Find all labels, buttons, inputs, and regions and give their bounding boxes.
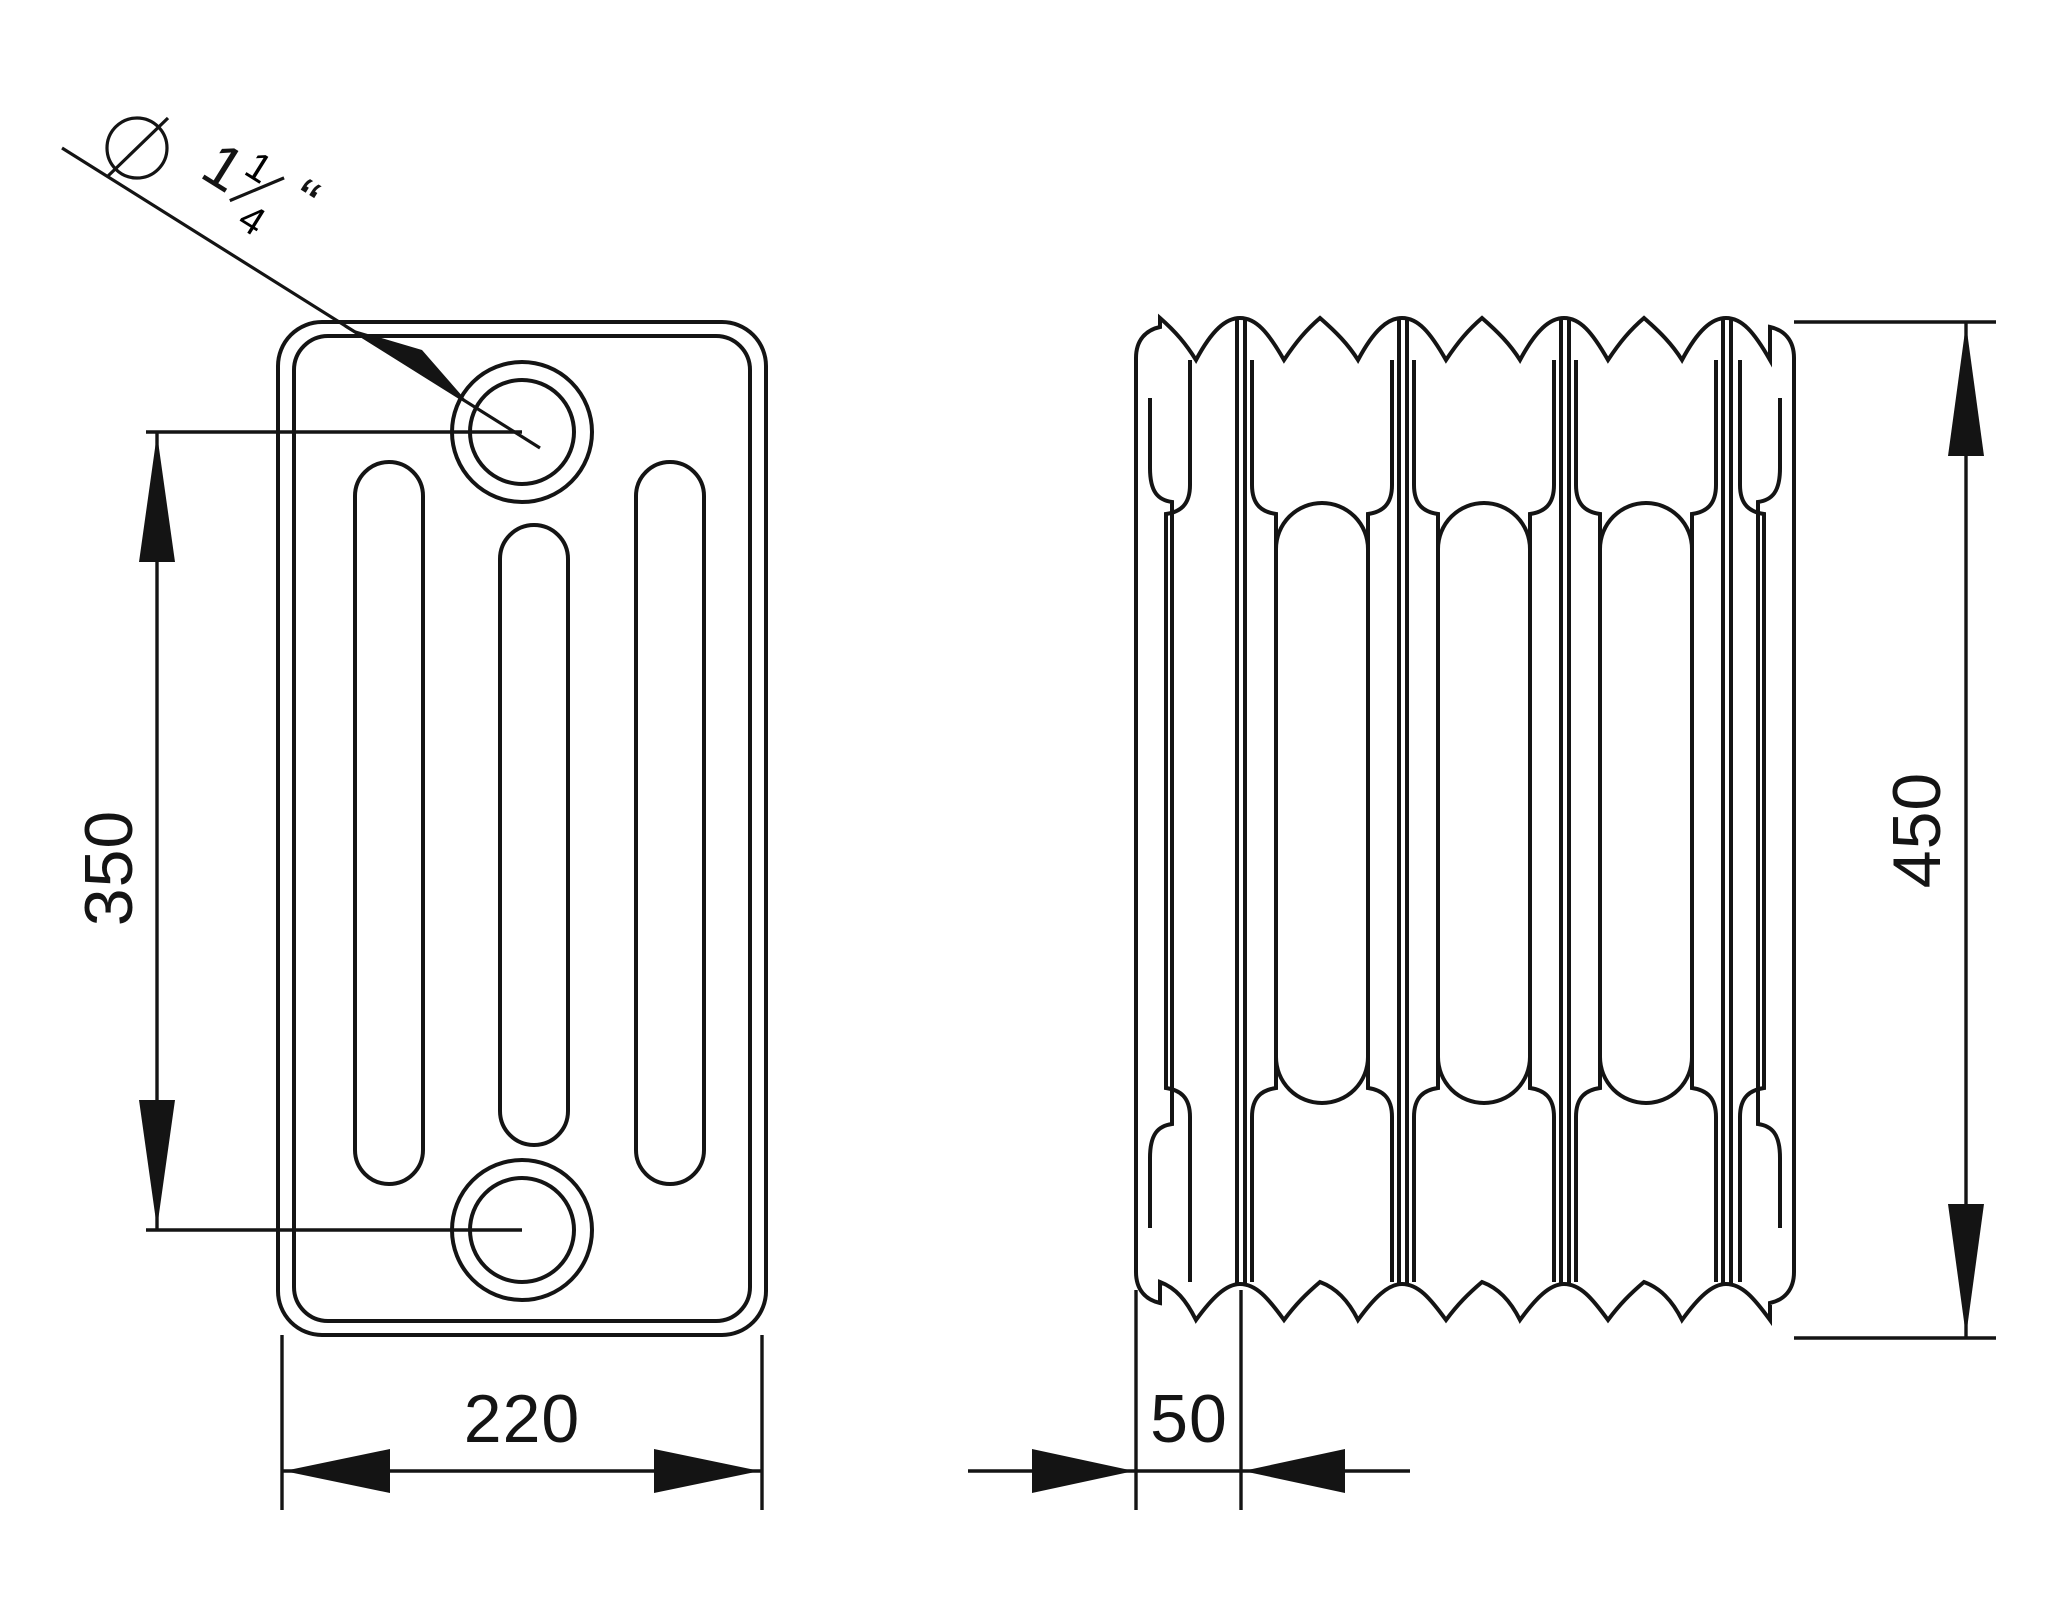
- diameter-symbol-icon: [105, 116, 169, 180]
- dim-220-arrow-right-icon: [654, 1449, 760, 1493]
- dimension-depth: 220: [280, 1335, 764, 1510]
- dim-220-text: 220: [464, 1381, 580, 1457]
- section-inner-slot: [1436, 501, 1532, 1105]
- dim-350-arrow-top-icon: [139, 434, 175, 562]
- dim-50-text: 50: [1150, 1381, 1228, 1457]
- dim-450-arrow-bottom-icon: [1948, 1204, 1984, 1336]
- section-rib: [1397, 318, 1409, 1284]
- side-section-view: 1 1 4 “ 350: [61, 116, 768, 1510]
- section-inner-slots: [1274, 501, 1694, 1105]
- section-inner-slot: [1274, 501, 1370, 1105]
- radiator-body-silhouette: [1134, 313, 1796, 1327]
- dim-50-arrow-left-icon: [1032, 1449, 1134, 1493]
- dim-450-text: 450: [1879, 772, 1955, 888]
- dimension-section-pitch: 50: [968, 1290, 1410, 1510]
- leader-label-fraction-bar: [229, 176, 285, 203]
- dim-450-arrow-top-icon: [1948, 324, 1984, 456]
- front-elevation-view: 450 50: [968, 313, 1996, 1510]
- end-panel-left-inner-contour: [1148, 398, 1174, 1228]
- leader-arrowhead-icon: [344, 327, 470, 405]
- column-slot-right: [634, 460, 706, 1186]
- section-column-profile: [1164, 360, 1192, 1282]
- inner-body-outline: [292, 334, 752, 1323]
- end-panel-right-inner-contour: [1756, 398, 1782, 1228]
- section-rib: [1235, 318, 1247, 1284]
- dim-50-arrow-right-icon: [1243, 1449, 1345, 1493]
- dimension-height: 450: [1794, 320, 1996, 1340]
- diameter-symbol-slash-icon: [106, 116, 170, 178]
- section-divider-ribs: [1235, 318, 1733, 1284]
- section-rib: [1559, 318, 1571, 1284]
- section-rib: [1721, 318, 1733, 1284]
- outer-body-outline: [276, 320, 768, 1337]
- section-column-profile: [1738, 360, 1766, 1282]
- section-inner-slot: [1598, 501, 1694, 1105]
- dimension-center-distance: 350: [71, 430, 522, 1232]
- dim-220-arrow-left-icon: [284, 1449, 390, 1493]
- column-slot-left: [353, 460, 425, 1186]
- dim-350-arrow-bottom-icon: [139, 1100, 175, 1228]
- dim-350-text: 350: [71, 810, 147, 926]
- column-slot-center: [498, 523, 570, 1147]
